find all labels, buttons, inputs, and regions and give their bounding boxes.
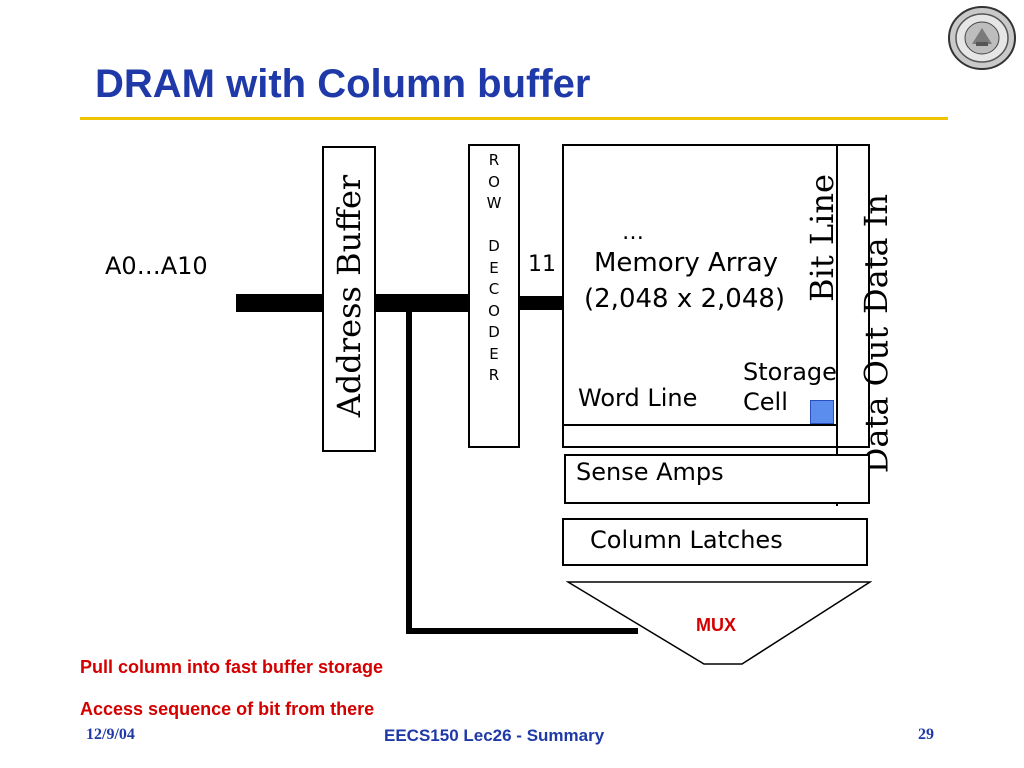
row-decoder-letter: E [489,344,499,363]
address-buffer-label-wrap: Address Buffer [326,175,372,417]
memory-array-title: Memory Array [594,248,779,278]
storage-cell-label-line2: Cell [743,388,788,416]
address-bus-mid [374,294,470,312]
sense-amps-block [564,454,870,504]
title-divider [80,117,948,120]
row-address-bus [518,296,564,310]
column-latches-block [562,518,868,566]
data-in-label-wrap: Data In [856,193,896,315]
row-decoder-letter: O [488,301,500,320]
bit-line [836,146,838,506]
column-address-line-horizontal [406,628,638,634]
sense-amps-label: Sense Amps [576,458,724,486]
data-out-label-wrap: Data Out [856,327,896,474]
storage-cell [810,400,834,424]
row-decoder-letter: O [488,172,500,191]
footer-course: EECS150 Lec26 - Summary [384,726,605,745]
memory-array-block [562,144,870,448]
page-number: 29 [918,726,934,743]
data-out-label: Data Out [857,326,896,474]
address-label: A0…A10 [105,252,208,280]
row-decoder-letter: D [488,237,500,255]
row-decoder-block [468,144,520,448]
address-bus-in [236,294,324,312]
mux-shape [565,580,873,666]
memory-array-ellipsis: … [622,220,644,245]
row-decoder-letter: E [489,258,499,277]
bus-width-label: 11 [528,252,556,277]
row-decoder-letter: R [488,366,500,384]
word-line-label: Word Line [578,384,698,412]
address-buffer-block [322,146,376,452]
university-seal-icon [946,4,1018,72]
data-in-label: Data In [857,193,895,315]
row-decoder-letter: R [488,151,500,169]
slide-title: DRAM with Column buffer [95,62,591,106]
word-line [564,424,836,426]
mux-label: MUX [696,615,736,635]
row-decoder-letter: W [486,194,502,212]
bit-line-label-wrap: Bit Line [800,168,844,308]
bit-line-label: Bit Line [803,174,841,302]
row-decoder-letter: C [488,280,500,298]
column-address-line-vertical [406,298,412,634]
bullet-2: Access sequence of bit from there [80,699,375,719]
column-latches-label: Column Latches [590,526,783,554]
row-decoder-letter: D [488,323,500,341]
memory-array-size: (2,048 x 2,048) [584,284,786,314]
bullet-1: Pull column into fast buffer storage [80,657,384,677]
footer-date: 12/9/04 [86,726,135,743]
storage-cell-label-line1: Storage [743,358,837,386]
address-buffer-label: Address Buffer [330,174,369,418]
